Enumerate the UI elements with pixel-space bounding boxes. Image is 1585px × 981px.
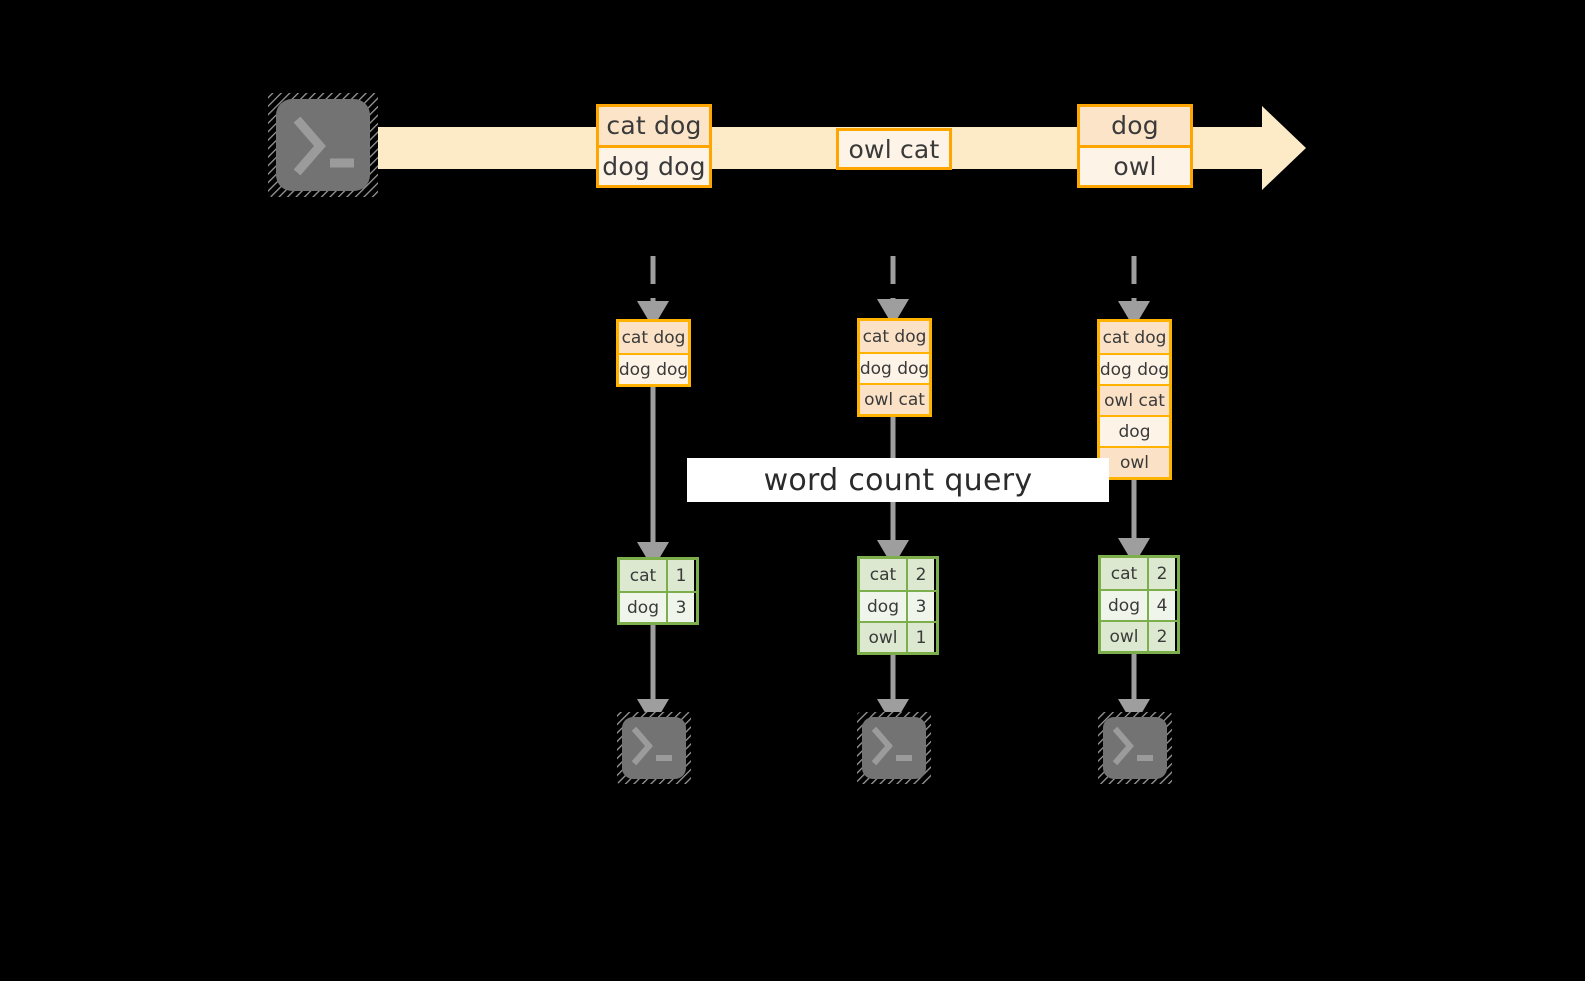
result-count: 1 [666,560,694,591]
table-row: dog 3 [620,591,696,622]
stream-box-1[interactable]: cat dog dog dog [596,104,712,188]
result-count: 3 [906,592,934,621]
sink-terminal-shape-2 [857,712,931,784]
result-word: owl [860,623,906,652]
stream-event: dog [1080,107,1190,145]
result-word: dog [860,592,906,621]
snapshot-row: cat dog [860,321,929,352]
snapshot-table-3[interactable]: cat dog dog dog owl cat dog owl [1097,319,1172,480]
snapshot-table-2[interactable]: cat dog dog dog owl cat [857,318,932,417]
snapshot-row: cat dog [619,322,688,353]
snapshot-tap-arrows [637,256,1151,328]
result-word: cat [1101,558,1147,589]
result-word: cat [620,560,666,591]
snapshot-row: owl [1100,446,1169,477]
result-word: dog [1101,591,1147,620]
table-row: dog 3 [860,590,936,621]
snapshot-row: owl cat [860,383,929,414]
result-count: 3 [666,593,694,622]
source-terminal-shape [268,93,378,197]
sink-terminal-shape-1 [617,712,691,784]
stream-event: dog dog [599,144,709,185]
stream-box-2[interactable]: owl cat [836,128,952,170]
result-table-3[interactable]: cat 2 dog 4 owl 2 [1098,555,1180,654]
result-word: owl [1101,622,1147,651]
snapshot-row: dog dog [1100,353,1169,384]
result-count: 1 [906,623,934,652]
stream-event: owl [1080,144,1190,185]
table-row: owl 1 [860,621,936,652]
stream-event: owl cat [839,131,949,167]
query-label-text: word count query [763,462,1033,498]
result-count: 2 [1147,622,1175,651]
query-label-band: word count query [687,458,1109,502]
stream-event: cat dog [599,107,709,145]
snapshot-row: dog dog [619,353,688,384]
result-count: 4 [1147,591,1175,620]
result-count: 2 [906,559,934,590]
sink-arrows [637,622,1151,726]
table-row: owl 2 [1101,620,1177,651]
result-table-2[interactable]: cat 2 dog 3 owl 1 [857,556,939,655]
snapshot-row: dog dog [860,352,929,383]
table-row: cat 2 [1101,558,1177,589]
snapshot-table-1[interactable]: cat dog dog dog [616,319,691,387]
snapshot-row: owl cat [1100,384,1169,415]
table-row: cat 1 [620,560,696,591]
snapshot-row: dog [1100,415,1169,446]
table-row: dog 4 [1101,589,1177,620]
snapshot-row: cat dog [1100,322,1169,353]
result-table-1[interactable]: cat 1 dog 3 [617,557,699,625]
stream-box-3[interactable]: dog owl [1077,104,1193,188]
result-word: cat [860,559,906,590]
sink-terminal-shape-3 [1098,712,1172,784]
table-row: cat 2 [860,559,936,590]
result-word: dog [620,593,666,622]
result-count: 2 [1147,558,1175,589]
